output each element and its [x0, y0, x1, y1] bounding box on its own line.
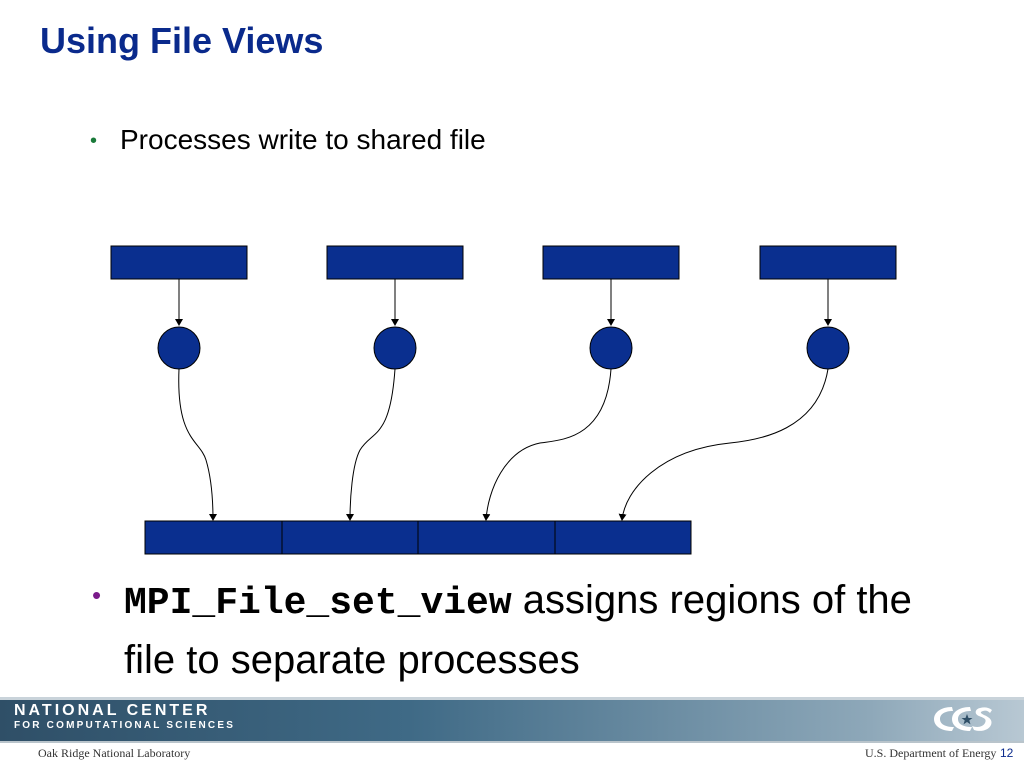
bullet-set-view: • MPI_File_set_view assigns regions of t…: [92, 572, 924, 688]
process-node-0: [157, 326, 201, 370]
footer-department: U.S. Department of Energy: [865, 746, 997, 760]
ccs-logo-icon: [934, 707, 992, 731]
bullet-text: MPI_File_set_view assigns regions of the…: [124, 572, 924, 688]
process-node-2: [589, 326, 633, 370]
write-arrow-2: [482, 368, 612, 521]
file-segment-0: [144, 520, 283, 555]
bullet-dot: •: [90, 130, 98, 152]
process-buffer-2: [542, 245, 680, 280]
process-node-1: [373, 326, 417, 370]
file-segment-3: [554, 520, 692, 555]
slide-title: Using File Views: [40, 20, 324, 61]
process-node-3: [806, 326, 850, 370]
write-arrow-3: [618, 368, 829, 521]
org-line-2: FOR COMPUTATIONAL SCIENCES: [14, 720, 236, 731]
org-line-1: NATIONAL CENTER: [14, 702, 211, 719]
process-buffer-3: [759, 245, 897, 280]
bullet-dot: •: [92, 580, 102, 610]
footer-band: [0, 697, 1024, 742]
write-arrow-1: [346, 368, 396, 521]
write-arrow-0: [178, 368, 217, 521]
footer-divider: [0, 741, 1024, 743]
bullet-text: Processes write to shared file: [120, 124, 486, 155]
bullet-description: assigns regions of the file to separate …: [124, 578, 912, 682]
file-segment-2: [417, 520, 556, 555]
process-buffer-1: [326, 245, 464, 280]
file-segment-1: [281, 520, 419, 555]
footer-lab: Oak Ridge National Laboratory: [38, 746, 191, 760]
code-function-name: MPI_File_set_view: [124, 582, 512, 625]
footer-organization: NATIONAL CENTER FOR COMPUTATIONAL SCIENC…: [14, 703, 235, 731]
page-number: 12: [1000, 746, 1014, 760]
bullet-processes-write: • Processes write to shared file: [90, 124, 486, 158]
process-buffer-0: [110, 245, 248, 280]
